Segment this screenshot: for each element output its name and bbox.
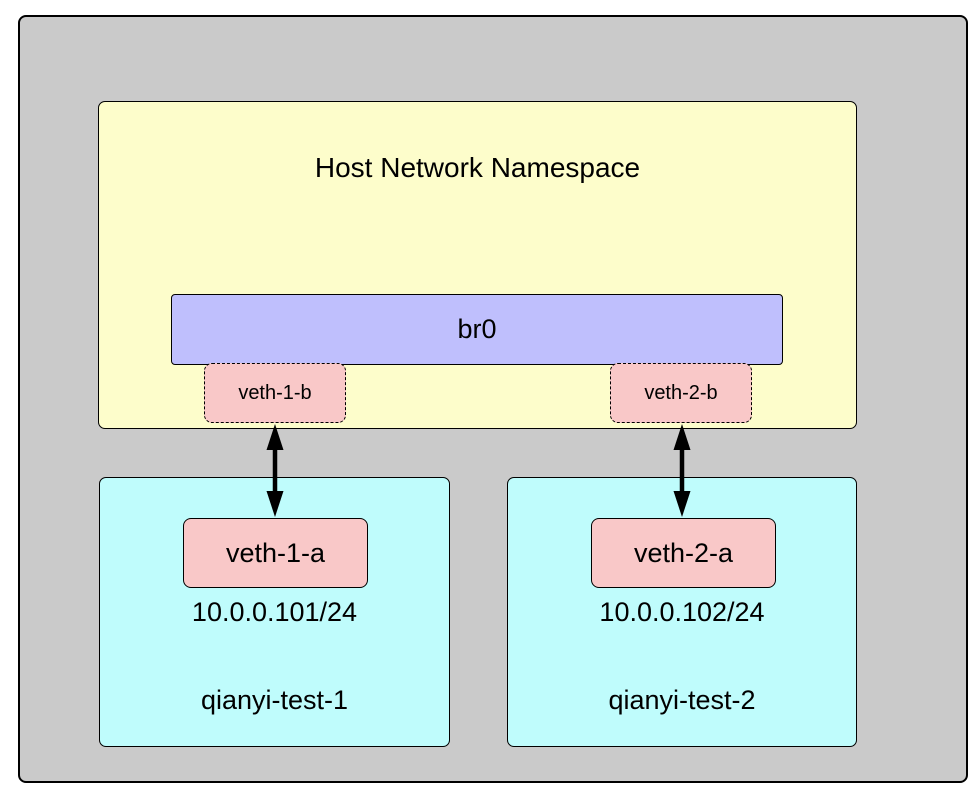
host-machine-box: Host Network Namespace br0 veth-1-b veth… bbox=[18, 15, 968, 783]
host-namespace-title: Host Network Namespace bbox=[314, 152, 641, 183]
host-network-namespace-box: Host Network Namespace br0 veth-1-b veth… bbox=[98, 101, 857, 429]
veth-pair-2-arrow-icon bbox=[673, 424, 691, 517]
bridge-label: br0 bbox=[457, 314, 497, 344]
container-1-ip: 10.0.0.101/24 bbox=[191, 597, 358, 627]
veth-2-a-box: veth-2-a bbox=[591, 518, 776, 588]
container-1-name: qianyi-test-1 bbox=[200, 685, 349, 715]
veth-2-b-box: veth-2-b bbox=[610, 363, 752, 423]
veth-2-a-label: veth-2-a bbox=[633, 537, 734, 568]
veth-1-b-box: veth-1-b bbox=[204, 363, 346, 423]
veth-pair-1-arrow-icon bbox=[266, 424, 284, 517]
veth-1-a-label: veth-1-a bbox=[225, 537, 326, 568]
container-2-ip: 10.0.0.102/24 bbox=[599, 597, 765, 627]
veth-2-b-label: veth-2-b bbox=[644, 381, 718, 404]
veth-1-b-label: veth-1-b bbox=[238, 381, 312, 404]
veth-1-a-box: veth-1-a bbox=[183, 518, 368, 588]
container-2-name: qianyi-test-2 bbox=[608, 685, 756, 715]
bridge-br0-box: br0 bbox=[171, 294, 783, 365]
